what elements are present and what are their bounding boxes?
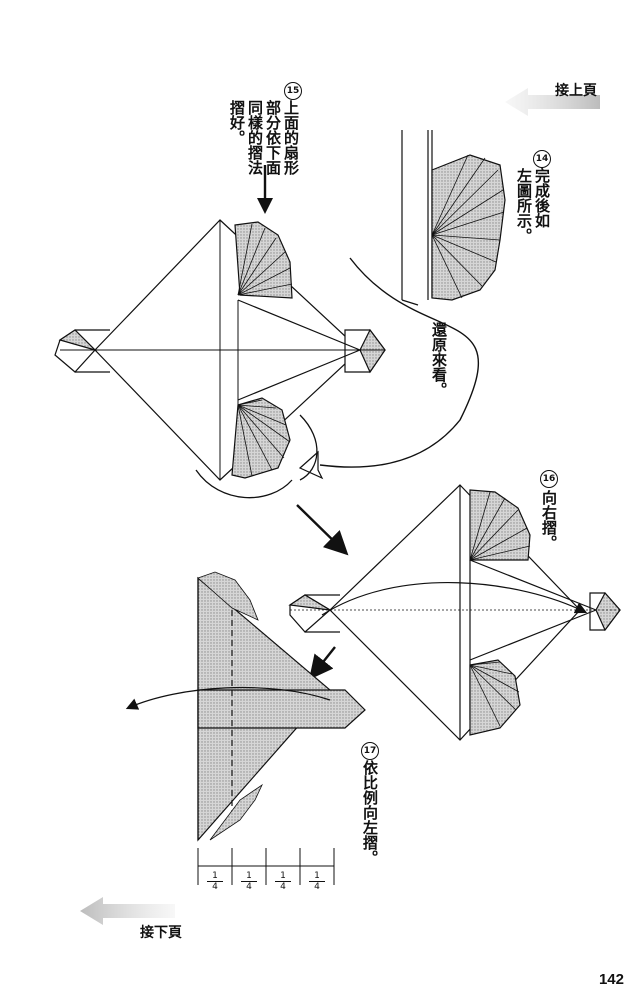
page-number: 142 [598,971,624,988]
step-16-text: 向右摺。 [540,490,558,550]
step-16-figure [288,484,621,741]
step-14-text: 完成後如 左圖所示。 [515,168,551,243]
step-15-figure [54,219,386,481]
prev-page-arrow-icon[interactable] [505,88,600,116]
flip-back-note: 還原來看。 [430,322,448,397]
step-17-figure [197,571,366,842]
prev-page-label[interactable]: 接上頁 [555,83,597,99]
next-page-arrow-icon[interactable] [80,897,175,925]
step-16-number: 16 [540,470,558,488]
step-15-text: 上面的扇形 部分依下面 同樣的摺法 摺好。 [228,100,300,175]
step-17-text: 依比例向左摺。 [361,760,379,865]
quarter-ruler [197,848,335,885]
step-14-figure [401,130,506,306]
step-15-number: 15 [284,82,302,100]
step-14-number: 14 [533,150,551,168]
next-page-label[interactable]: 接下頁 [140,925,182,941]
step-17-number: 17 [361,742,379,760]
return-curve-arrow [319,257,480,468]
